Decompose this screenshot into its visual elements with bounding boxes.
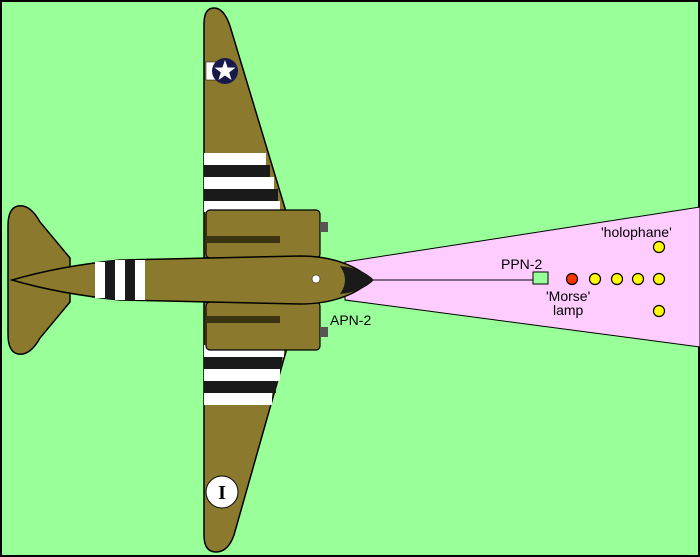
apn2-label: APN-2: [330, 312, 371, 328]
holophane-light: [631, 272, 645, 286]
c47-aircraft: [7, 7, 374, 553]
holophane-light: [610, 272, 624, 286]
holophane-light: [652, 304, 666, 318]
ppn2-beacon-box: [532, 271, 549, 285]
holophane-light: [652, 272, 666, 286]
lower-wing-invasion-stripes: [204, 345, 284, 405]
fuselage-invasion-stripes: [95, 260, 145, 300]
us-star-insignia-icon: [205, 58, 238, 84]
holophane-label: 'holophane': [601, 224, 672, 240]
lower-propeller-hub: [320, 327, 328, 337]
upper-propeller-hub: [320, 222, 328, 232]
ppn2-label: PPN-2: [501, 256, 542, 272]
lower-nacelle-louvres: [206, 316, 280, 323]
morse-lamp-light: [565, 272, 579, 286]
upper-wing-invasion-stripes: [204, 153, 280, 212]
lower-engine-nacelle: [205, 301, 321, 351]
lower-wing-marking: I: [218, 482, 226, 504]
holophane-light: [588, 272, 602, 286]
holophane-light: [652, 240, 666, 254]
lights-group: [565, 240, 666, 318]
lower-wing-roundel: I: [205, 475, 239, 509]
upper-nacelle-louvres: [206, 236, 280, 243]
morse-lamp-label-line1: 'Morse': [546, 288, 590, 304]
astrodome: [311, 274, 321, 284]
upper-engine-nacelle: [205, 209, 321, 259]
cockpit-nose: [340, 266, 374, 294]
morse-lamp-label-line2: lamp: [553, 302, 584, 318]
